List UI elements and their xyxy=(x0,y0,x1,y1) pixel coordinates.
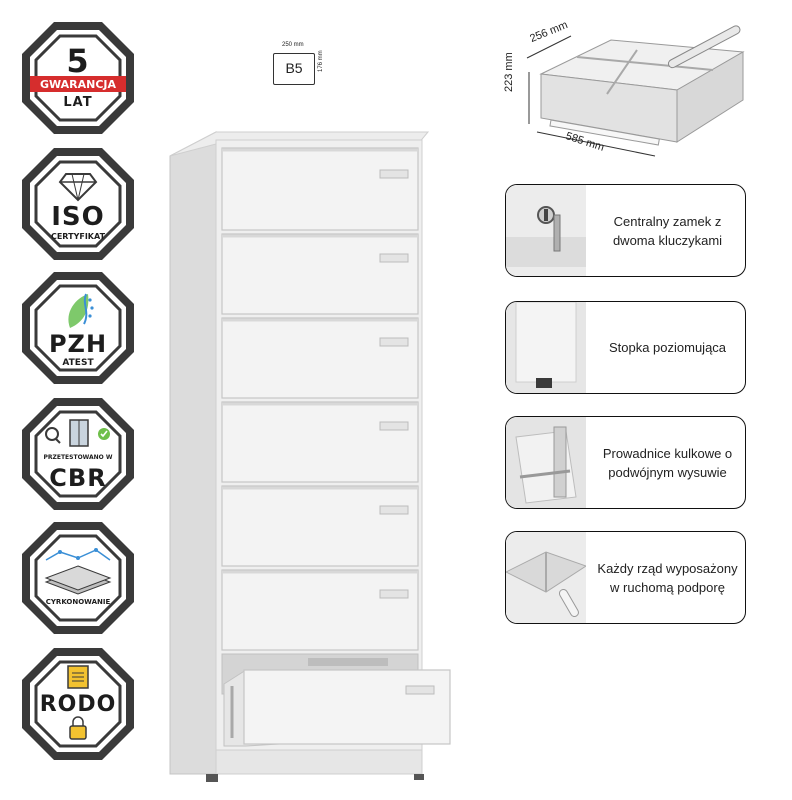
feature-card-lock: Centralny zamek z dwoma kluczykami xyxy=(505,184,746,277)
magnifier-icon xyxy=(45,427,61,444)
cabinet-small-icon xyxy=(69,419,89,447)
drawer-dimension-illustration: 256 mm 223 mm 585 mm xyxy=(503,19,752,170)
octagon-shape xyxy=(22,22,134,134)
rails-thumbnail xyxy=(506,417,586,508)
drawer-handles xyxy=(379,169,409,599)
format-height: 176 mm xyxy=(318,50,324,72)
octagon-shape xyxy=(22,272,134,384)
cyrkonowanie-badge: CYRKONOWANIE xyxy=(20,520,136,636)
feature-card-foot: Stopka poziomująca xyxy=(505,301,746,394)
lock-thumbnail xyxy=(506,185,586,276)
format-label: B5 xyxy=(285,60,303,76)
foot-thumbnail xyxy=(506,302,586,393)
octagon-shape xyxy=(22,522,134,634)
octagon-shape xyxy=(22,648,134,760)
pzh-badge: PZH ATEST xyxy=(20,270,136,386)
layers-icon xyxy=(44,548,112,595)
drawer-3d-shape xyxy=(526,25,745,157)
document-icon xyxy=(67,665,89,689)
feature-text-foot: Stopka poziomująca xyxy=(608,340,727,355)
feature-card-rails: Prowadnice kulkowe o podwójnym wysuwie xyxy=(505,416,746,509)
iso-title: ISO xyxy=(51,202,105,232)
pzh-title: PZH xyxy=(48,330,108,358)
octagon-shape xyxy=(22,148,134,260)
cyrkonowanie-sub: CYRKONOWANIE xyxy=(45,598,111,606)
cbr-top: PRZETESTOWANO W xyxy=(43,454,113,461)
warranty-badge: 5 GWARANCJA LAT xyxy=(20,20,136,136)
format-tag: 250 mm B5 176 mm xyxy=(268,36,338,96)
cabinet-illustration xyxy=(169,131,451,782)
support-thumbnail xyxy=(506,532,588,623)
octagon-shape xyxy=(22,398,134,510)
feature-card-support: Każdy rząd wyposażony w ruchomą podporę xyxy=(505,531,746,624)
feature-text-lock: Centralny zamek z dwoma kluczykami xyxy=(612,213,723,248)
warranty-years: 5 xyxy=(66,42,90,80)
warranty-ribbon: GWARANCJA xyxy=(39,78,117,91)
check-icon xyxy=(98,428,110,440)
drawer-fronts xyxy=(221,147,419,651)
feature-text-rails: Prowadnice kulkowe o podwójnym wysuwie xyxy=(602,445,733,480)
lock-icon xyxy=(69,716,87,740)
format-width: 250 mm xyxy=(282,42,304,48)
rodo-badge: RODO xyxy=(20,646,136,762)
format-card: B5 xyxy=(273,53,315,85)
leaf-dna-icon xyxy=(68,293,94,328)
pzh-sub: ATEST xyxy=(62,358,94,368)
warranty-sub: LAT xyxy=(63,95,93,110)
feature-text-support: Każdy rząd wyposażony w ruchomą podporę xyxy=(597,560,738,595)
cbr-title: CBR xyxy=(49,464,107,492)
filing-cabinet xyxy=(168,126,458,786)
cbr-badge: PRZETESTOWANO W CBR xyxy=(20,396,136,512)
drawer-height-label: 223 mm xyxy=(503,52,515,92)
rodo-title: RODO xyxy=(39,692,117,717)
diamond-icon xyxy=(58,173,98,202)
iso-badge: ISO CERTYFIKAT xyxy=(20,146,136,262)
iso-sub: CERTYFIKAT xyxy=(50,232,106,241)
